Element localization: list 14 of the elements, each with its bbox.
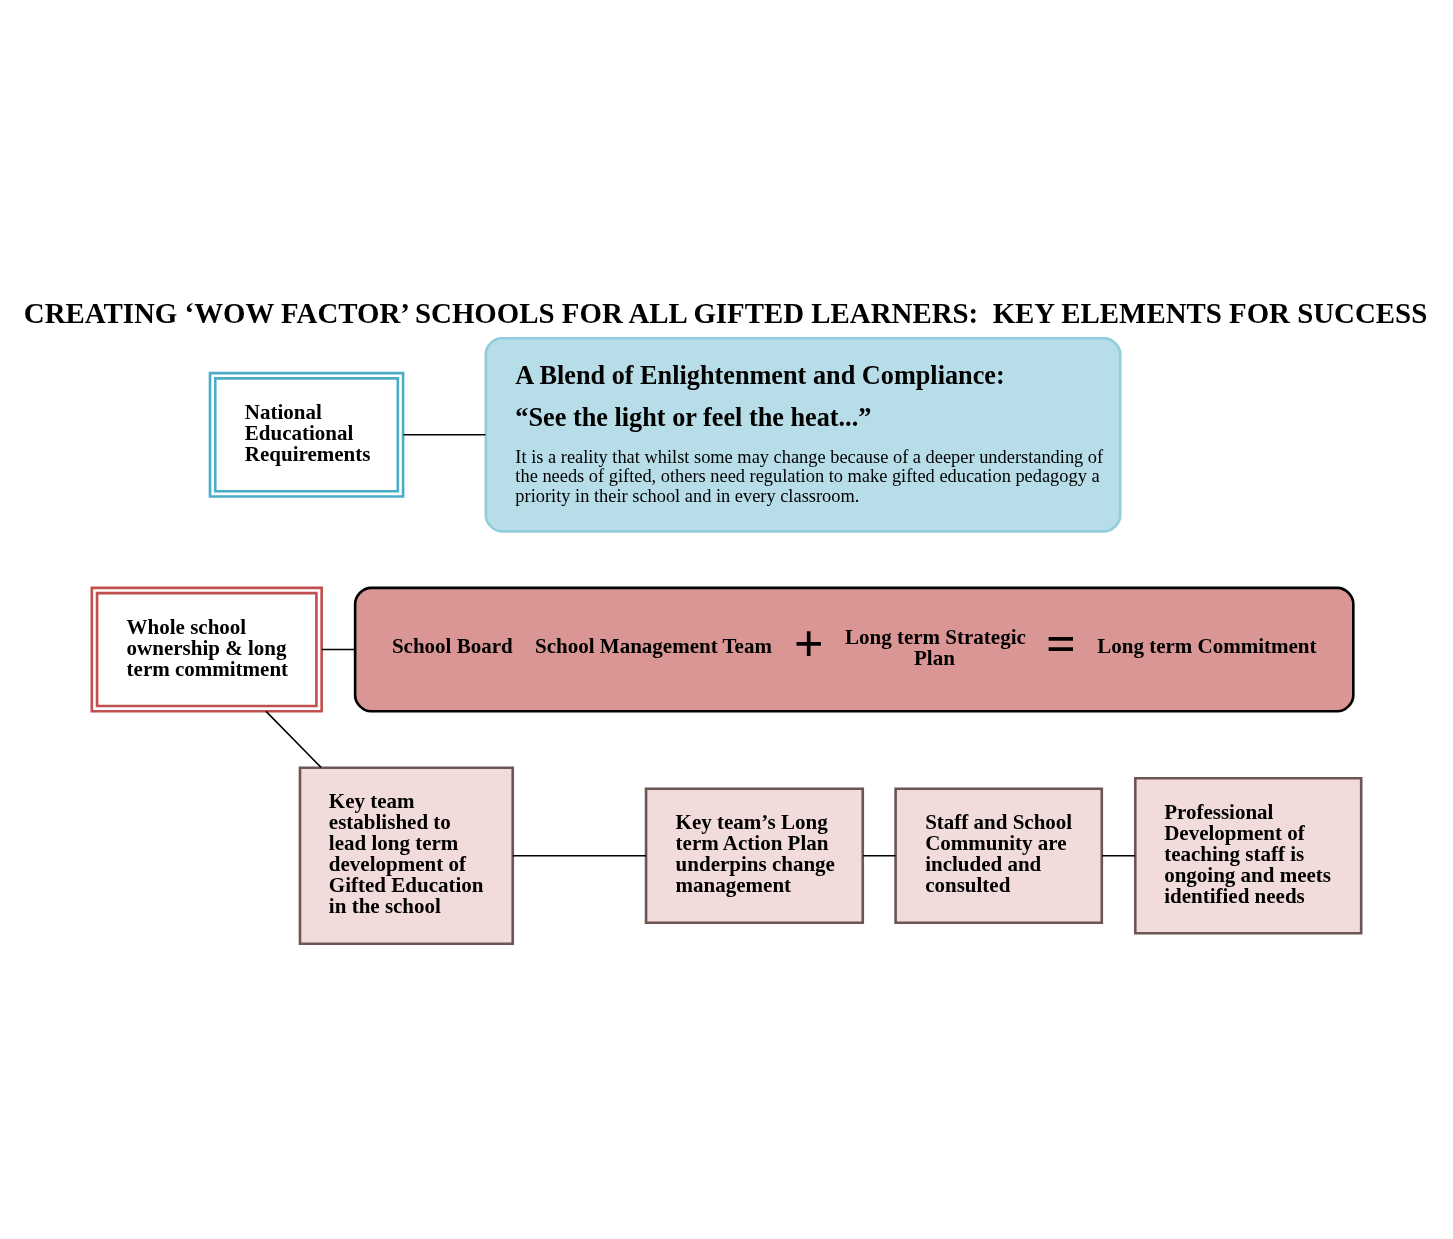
connector	[511, 854, 647, 857]
diagram-title: CREATING ‘WOW FACTOR’ SCHOOLS FOR ALL GIFTED LEARNERS: KEY ELEMENTS FOR SUCCESS	[23, 296, 1428, 329]
connector	[402, 433, 487, 436]
node-box: A Blend of Enlightenment and Compliance: “See the light or feel the heat...” It is a reality that whilst some may change because of a deeper understanding of the needs of gifted, others need regulation to make gifted education pedagogy a priority in their school and in every classroom.	[484, 336, 1122, 533]
connector	[1101, 854, 1136, 857]
node-box: Staff and School Community are included and consulted	[894, 786, 1104, 924]
node-box: Key team established to lead long term development of Gifted Education in the school	[298, 765, 515, 945]
connector	[862, 854, 897, 857]
connector	[321, 648, 356, 650]
node-box: National Educational Requirements	[208, 371, 405, 498]
node-box: Whole school ownership & long term commitment	[90, 586, 323, 713]
node-box: Key team’s Long term Action Plan underpins change management	[644, 786, 865, 924]
connector	[265, 710, 322, 768]
node-box: Professional Development of teaching staff is ongoing and meets identified needs	[1133, 776, 1363, 935]
